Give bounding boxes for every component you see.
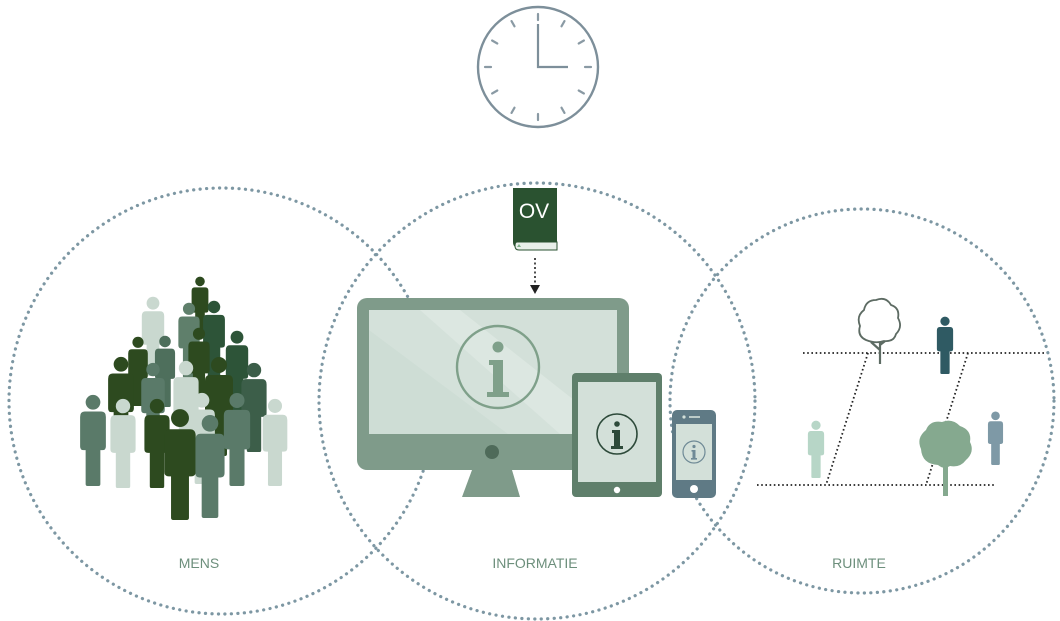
arrow-down-icon: [530, 258, 540, 294]
person-icon: [987, 411, 1004, 465]
info-icon: [455, 324, 541, 410]
monitor-icon: [357, 298, 629, 497]
info-icon: [596, 413, 638, 455]
ruimte-circle: [668, 207, 1056, 595]
space-grid: [757, 352, 1045, 486]
informatie-label: INFORMATIE: [492, 555, 577, 571]
ov-label: OV: [519, 200, 549, 223]
tree-icon: [919, 420, 972, 496]
mens-label: MENS: [179, 555, 219, 571]
person-icon: [936, 316, 954, 374]
tablet-icon: [572, 373, 662, 497]
crowd-icon: [80, 276, 288, 520]
person-icon: [807, 420, 825, 478]
book-icon: OV: [513, 188, 558, 251]
clock-icon: [476, 5, 600, 129]
informatie-circle: [317, 181, 757, 621]
info-icon: [682, 440, 706, 464]
ruimte-label: RUIMTE: [832, 555, 886, 571]
tree-icon: [857, 297, 901, 364]
smartphone-icon: [672, 410, 716, 498]
